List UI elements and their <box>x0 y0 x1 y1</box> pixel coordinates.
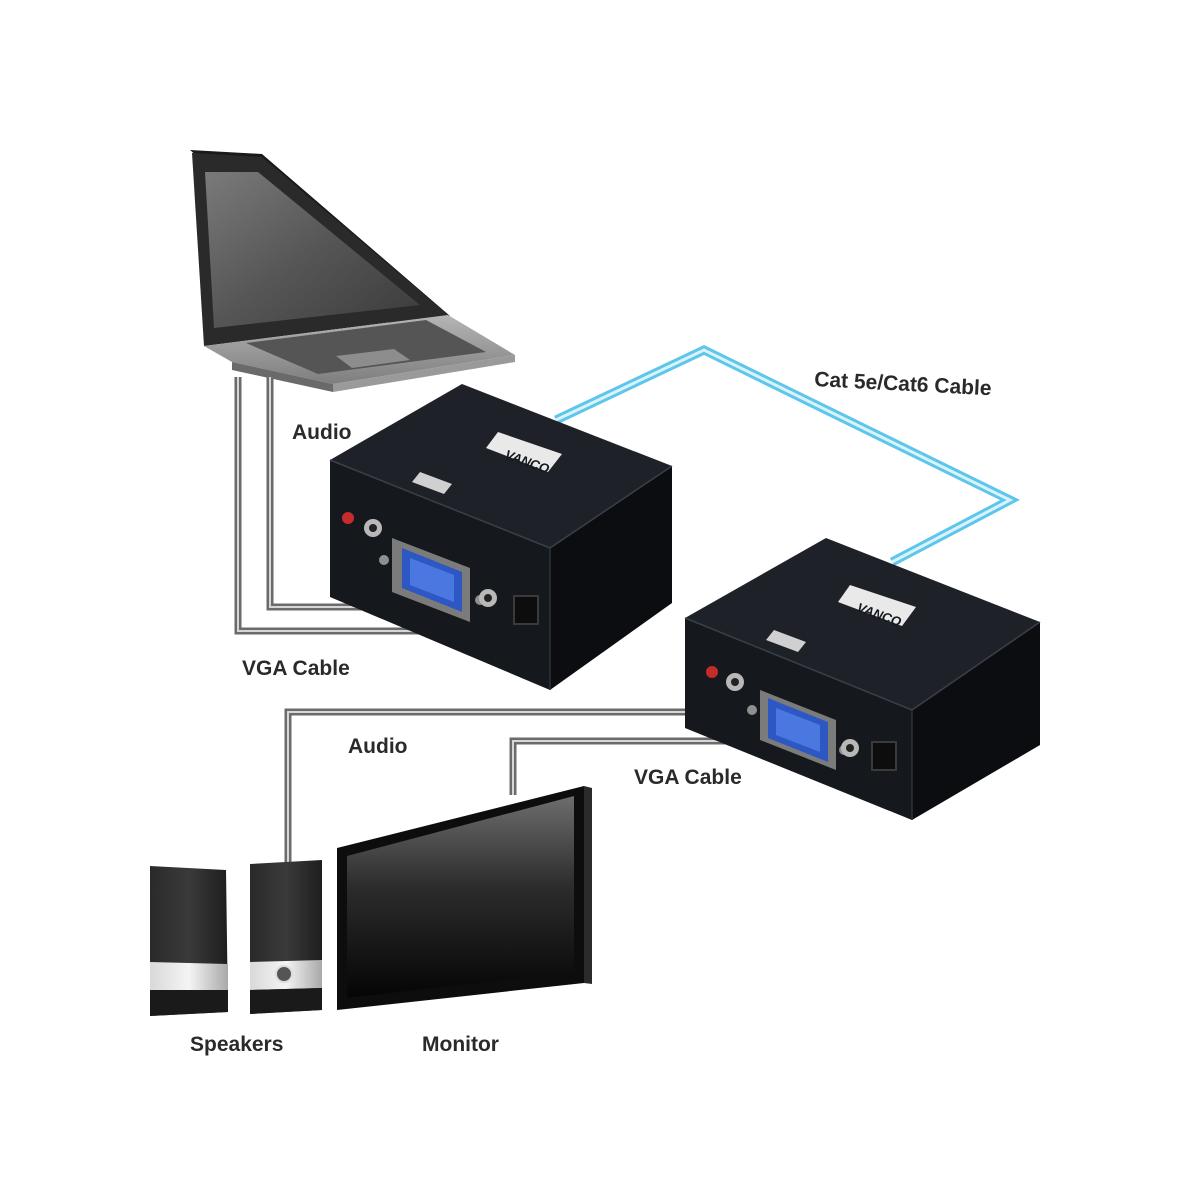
extender-1-vga-port <box>379 538 485 622</box>
label-cat-cable: Cat 5e/Cat6 Cable <box>814 368 992 400</box>
label-audio-source: Audio <box>292 421 351 444</box>
laptop-front-edge <box>232 362 333 392</box>
extender-2-red-jack <box>706 666 718 678</box>
laptop <box>190 150 515 392</box>
extender-2-top <box>685 538 1040 710</box>
speaker-left-band <box>150 962 228 990</box>
extender-transmitter: VANCO <box>329 384 673 690</box>
cat-cable <box>554 345 1020 566</box>
extender-2-label <box>766 630 806 652</box>
monitor-screen <box>347 796 574 998</box>
extender-receiver: VANCO <box>684 538 1041 820</box>
label-vga-output: VGA Cable <box>634 766 742 789</box>
extender-2-power-jack <box>871 741 897 771</box>
label-speakers: Speakers <box>190 1033 283 1056</box>
monitor <box>337 786 592 1010</box>
label-vga-source: VGA Cable <box>242 657 350 680</box>
laptop-screen <box>205 172 420 328</box>
speaker-volume-knob-icon <box>275 965 293 983</box>
extender-1-top <box>330 384 672 548</box>
extender-1-label <box>412 472 452 494</box>
label-monitor: Monitor <box>422 1033 499 1056</box>
extender-1-red-jack <box>342 512 354 524</box>
extender-1-power-jack <box>513 595 539 625</box>
extender-1-logo <box>486 432 562 472</box>
cat-cable-highlight <box>555 348 1014 564</box>
laptop-side-edge <box>333 355 515 392</box>
laptop-touchpad <box>336 349 410 368</box>
label-audio-output: Audio <box>348 735 407 758</box>
extender-2-logo <box>838 585 916 626</box>
extender-1-side <box>550 466 672 690</box>
extender-2-side <box>912 622 1040 820</box>
extender-2-vga-port <box>747 690 849 770</box>
laptop-keyboard <box>246 320 486 374</box>
speaker-right <box>250 860 322 1014</box>
speaker-left <box>150 866 228 1016</box>
